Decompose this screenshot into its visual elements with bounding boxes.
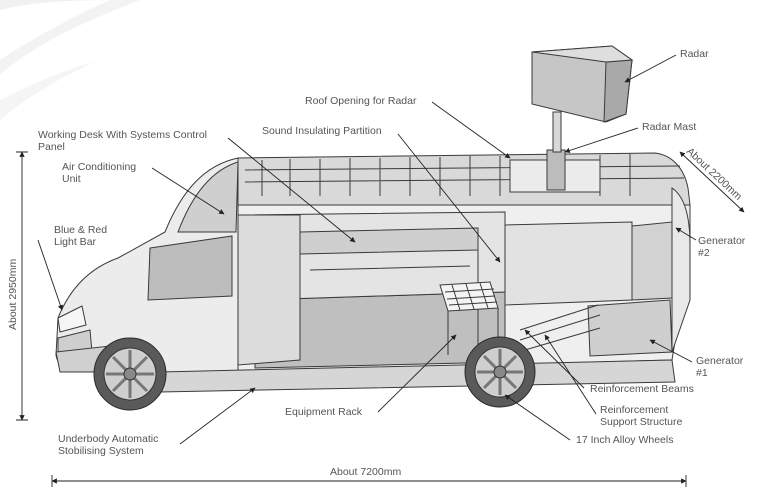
label-reinforcement-support-line1: Reinforcement: [600, 404, 668, 416]
label-generator2-line1: Generator: [698, 235, 746, 247]
dimension-width-label: About 2200mm: [684, 145, 744, 203]
label-working-desk-line2: Panel: [38, 141, 65, 153]
windscreen: [177, 161, 239, 233]
front-wheel-shape: [93, 337, 167, 411]
leader-lines: [37, 54, 697, 445]
equipment-rack-shape: [439, 281, 499, 355]
label-sound-partition: Sound Insulating Partition: [262, 125, 382, 137]
dimension-height-label: About 2950mm: [7, 259, 19, 330]
labels: Radar Roof Opening for Radar Radar Mast …: [7, 48, 746, 478]
working-desk: [299, 227, 479, 255]
label-working-desk-line1: Working Desk With Systems Control: [38, 129, 207, 141]
van: [55, 45, 691, 411]
radar-shape: [531, 45, 634, 123]
label-air-cond-line1: Air Conditioning: [62, 161, 136, 173]
reinforcement-beams: [519, 304, 601, 351]
label-light-bar-line2: Light Bar: [54, 236, 97, 248]
label-equipment-rack: Equipment Rack: [285, 406, 363, 418]
radar-mast-shape: [546, 149, 566, 191]
label-reinforcement-beams: Reinforcement Beams: [590, 383, 694, 395]
label-radar-mast: Radar Mast: [642, 121, 696, 133]
dimension-lines: [16, 151, 745, 487]
radar-mast-upper: [552, 111, 562, 153]
dimension-length-label: About 7200mm: [330, 466, 401, 478]
label-radar: Radar: [680, 48, 709, 60]
generator-2-box: [631, 221, 673, 301]
label-underbody-line1: Underbody Automatic: [58, 433, 158, 445]
generator-1-box: [587, 299, 673, 357]
rear-compartment: [504, 221, 633, 306]
label-light-bar-line1: Blue & Red: [54, 224, 107, 236]
headlight: [57, 305, 87, 333]
roof-ribs: [244, 154, 685, 196]
label-generator1-line1: Generator: [696, 355, 744, 367]
sound-partition: [237, 214, 301, 366]
label-underbody-line2: Stobilising System: [58, 445, 144, 457]
label-roof-opening: Roof Opening for Radar: [305, 95, 417, 107]
label-generator2-line2: #2: [698, 247, 710, 259]
label-air-cond-line2: Unit: [62, 173, 81, 185]
background-swoosh: [0, 0, 140, 120]
rear-wheel-shape: [464, 336, 536, 408]
label-alloy-wheels: 17 Inch Alloy Wheels: [576, 434, 673, 446]
label-reinforcement-support-line2: Support Structure: [600, 416, 682, 428]
label-generator1-line2: #1: [696, 367, 708, 379]
cab-side-window: [147, 235, 233, 301]
